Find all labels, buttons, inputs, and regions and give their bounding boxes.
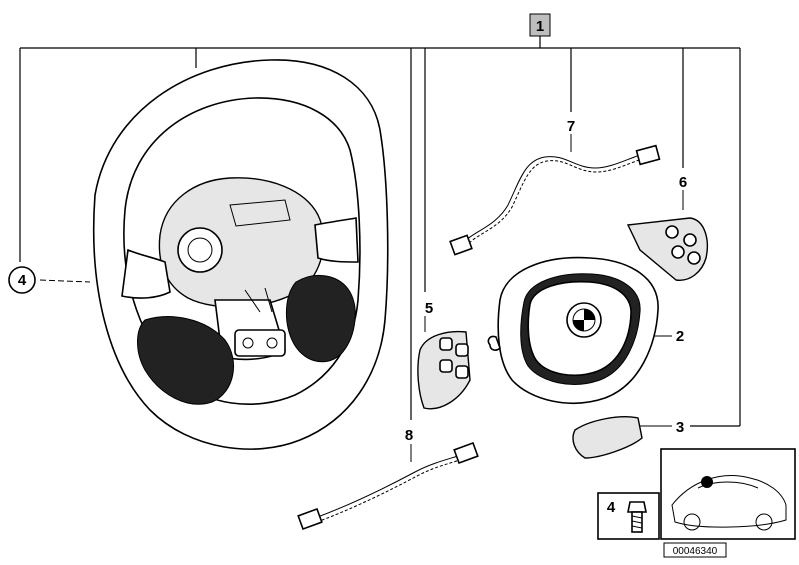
callout-8-label: 8 bbox=[405, 427, 413, 444]
inset-screw bbox=[597, 492, 660, 540]
wheel-spoke-right bbox=[314, 217, 359, 263]
callout-4-inset-label: 4 bbox=[607, 499, 616, 516]
wheel-connector bbox=[234, 329, 286, 357]
screw-icon bbox=[627, 501, 647, 513]
part-5-switch-left bbox=[417, 330, 471, 410]
diagram-id-box: 00046340 bbox=[663, 542, 727, 558]
callout-5-label: 5 bbox=[425, 300, 433, 317]
callout-3-label: 3 bbox=[676, 419, 684, 436]
inset-car-location bbox=[660, 448, 796, 540]
part-3-cover bbox=[572, 416, 643, 459]
leader-lines bbox=[19, 36, 741, 462]
callout-1-label: 1 bbox=[536, 18, 544, 35]
part-8-cable bbox=[297, 441, 479, 531]
callout-4-circle: 4 bbox=[8, 266, 36, 294]
callout-1: 1 bbox=[529, 13, 551, 37]
part-7-cable bbox=[449, 144, 661, 256]
cable-7-plug-a bbox=[449, 234, 473, 256]
cable-8-plug-b bbox=[453, 441, 479, 465]
diagram-id-text: 00046340 bbox=[673, 546, 718, 557]
cable-7-plug-b bbox=[635, 144, 661, 166]
part-6-switch-right bbox=[626, 217, 708, 281]
wheel-pad-right bbox=[285, 274, 356, 363]
wheel-spoke-left bbox=[121, 248, 171, 299]
cable-8-plug-a bbox=[297, 507, 323, 531]
wheel-pad-left bbox=[137, 316, 235, 405]
callout-4-circle-label: 4 bbox=[18, 272, 27, 289]
wheel-column-hole bbox=[177, 227, 223, 273]
callout-6-label: 6 bbox=[679, 174, 687, 191]
steering-wheel bbox=[92, 59, 389, 450]
part-2-airbag bbox=[487, 256, 659, 404]
callout-2-label: 2 bbox=[676, 328, 684, 345]
callout-7-label: 7 bbox=[567, 118, 575, 135]
